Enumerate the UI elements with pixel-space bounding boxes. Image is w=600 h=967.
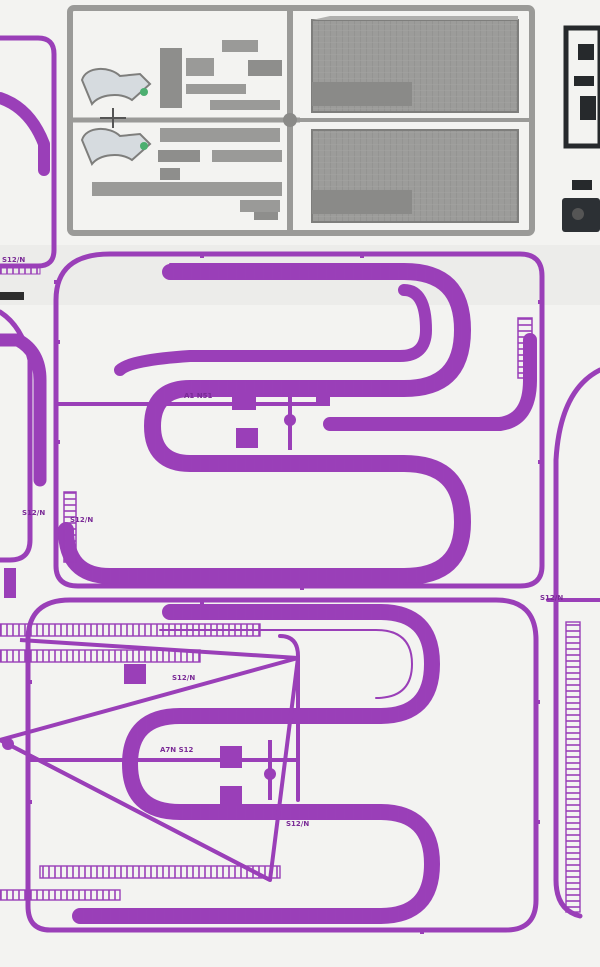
part-number: S12/N: [2, 256, 25, 264]
purple-sprue-upper: A1 N51 S12/N: [53, 251, 545, 590]
part-number: S12/N: [540, 594, 563, 602]
warning-icon: [232, 392, 256, 410]
warning-icon: [124, 664, 146, 684]
part-number: A1 N51: [184, 392, 212, 400]
gray-sprue: [67, 5, 535, 236]
purple-sprue-lower: S12/N A7N S12 S12/N: [0, 597, 581, 934]
roof-part: [311, 16, 519, 113]
warning-icon: [236, 428, 258, 448]
clip-part: [80, 128, 152, 166]
part-number: A7N S12: [160, 746, 193, 754]
part-number: S12/N: [22, 509, 45, 517]
roof-part: [311, 129, 519, 223]
part-number: S12/N: [70, 516, 93, 524]
purple-sprue-fragment: S12/N: [0, 35, 57, 300]
purple-sprue-fragment: S12/N: [0, 309, 47, 598]
part-number: S12/N: [172, 674, 195, 682]
purple-sprue-fragment: S12/N: [540, 367, 600, 919]
part-number: S12/N: [286, 820, 309, 828]
clip-part: [80, 68, 152, 106]
black-sprue: [562, 25, 600, 232]
